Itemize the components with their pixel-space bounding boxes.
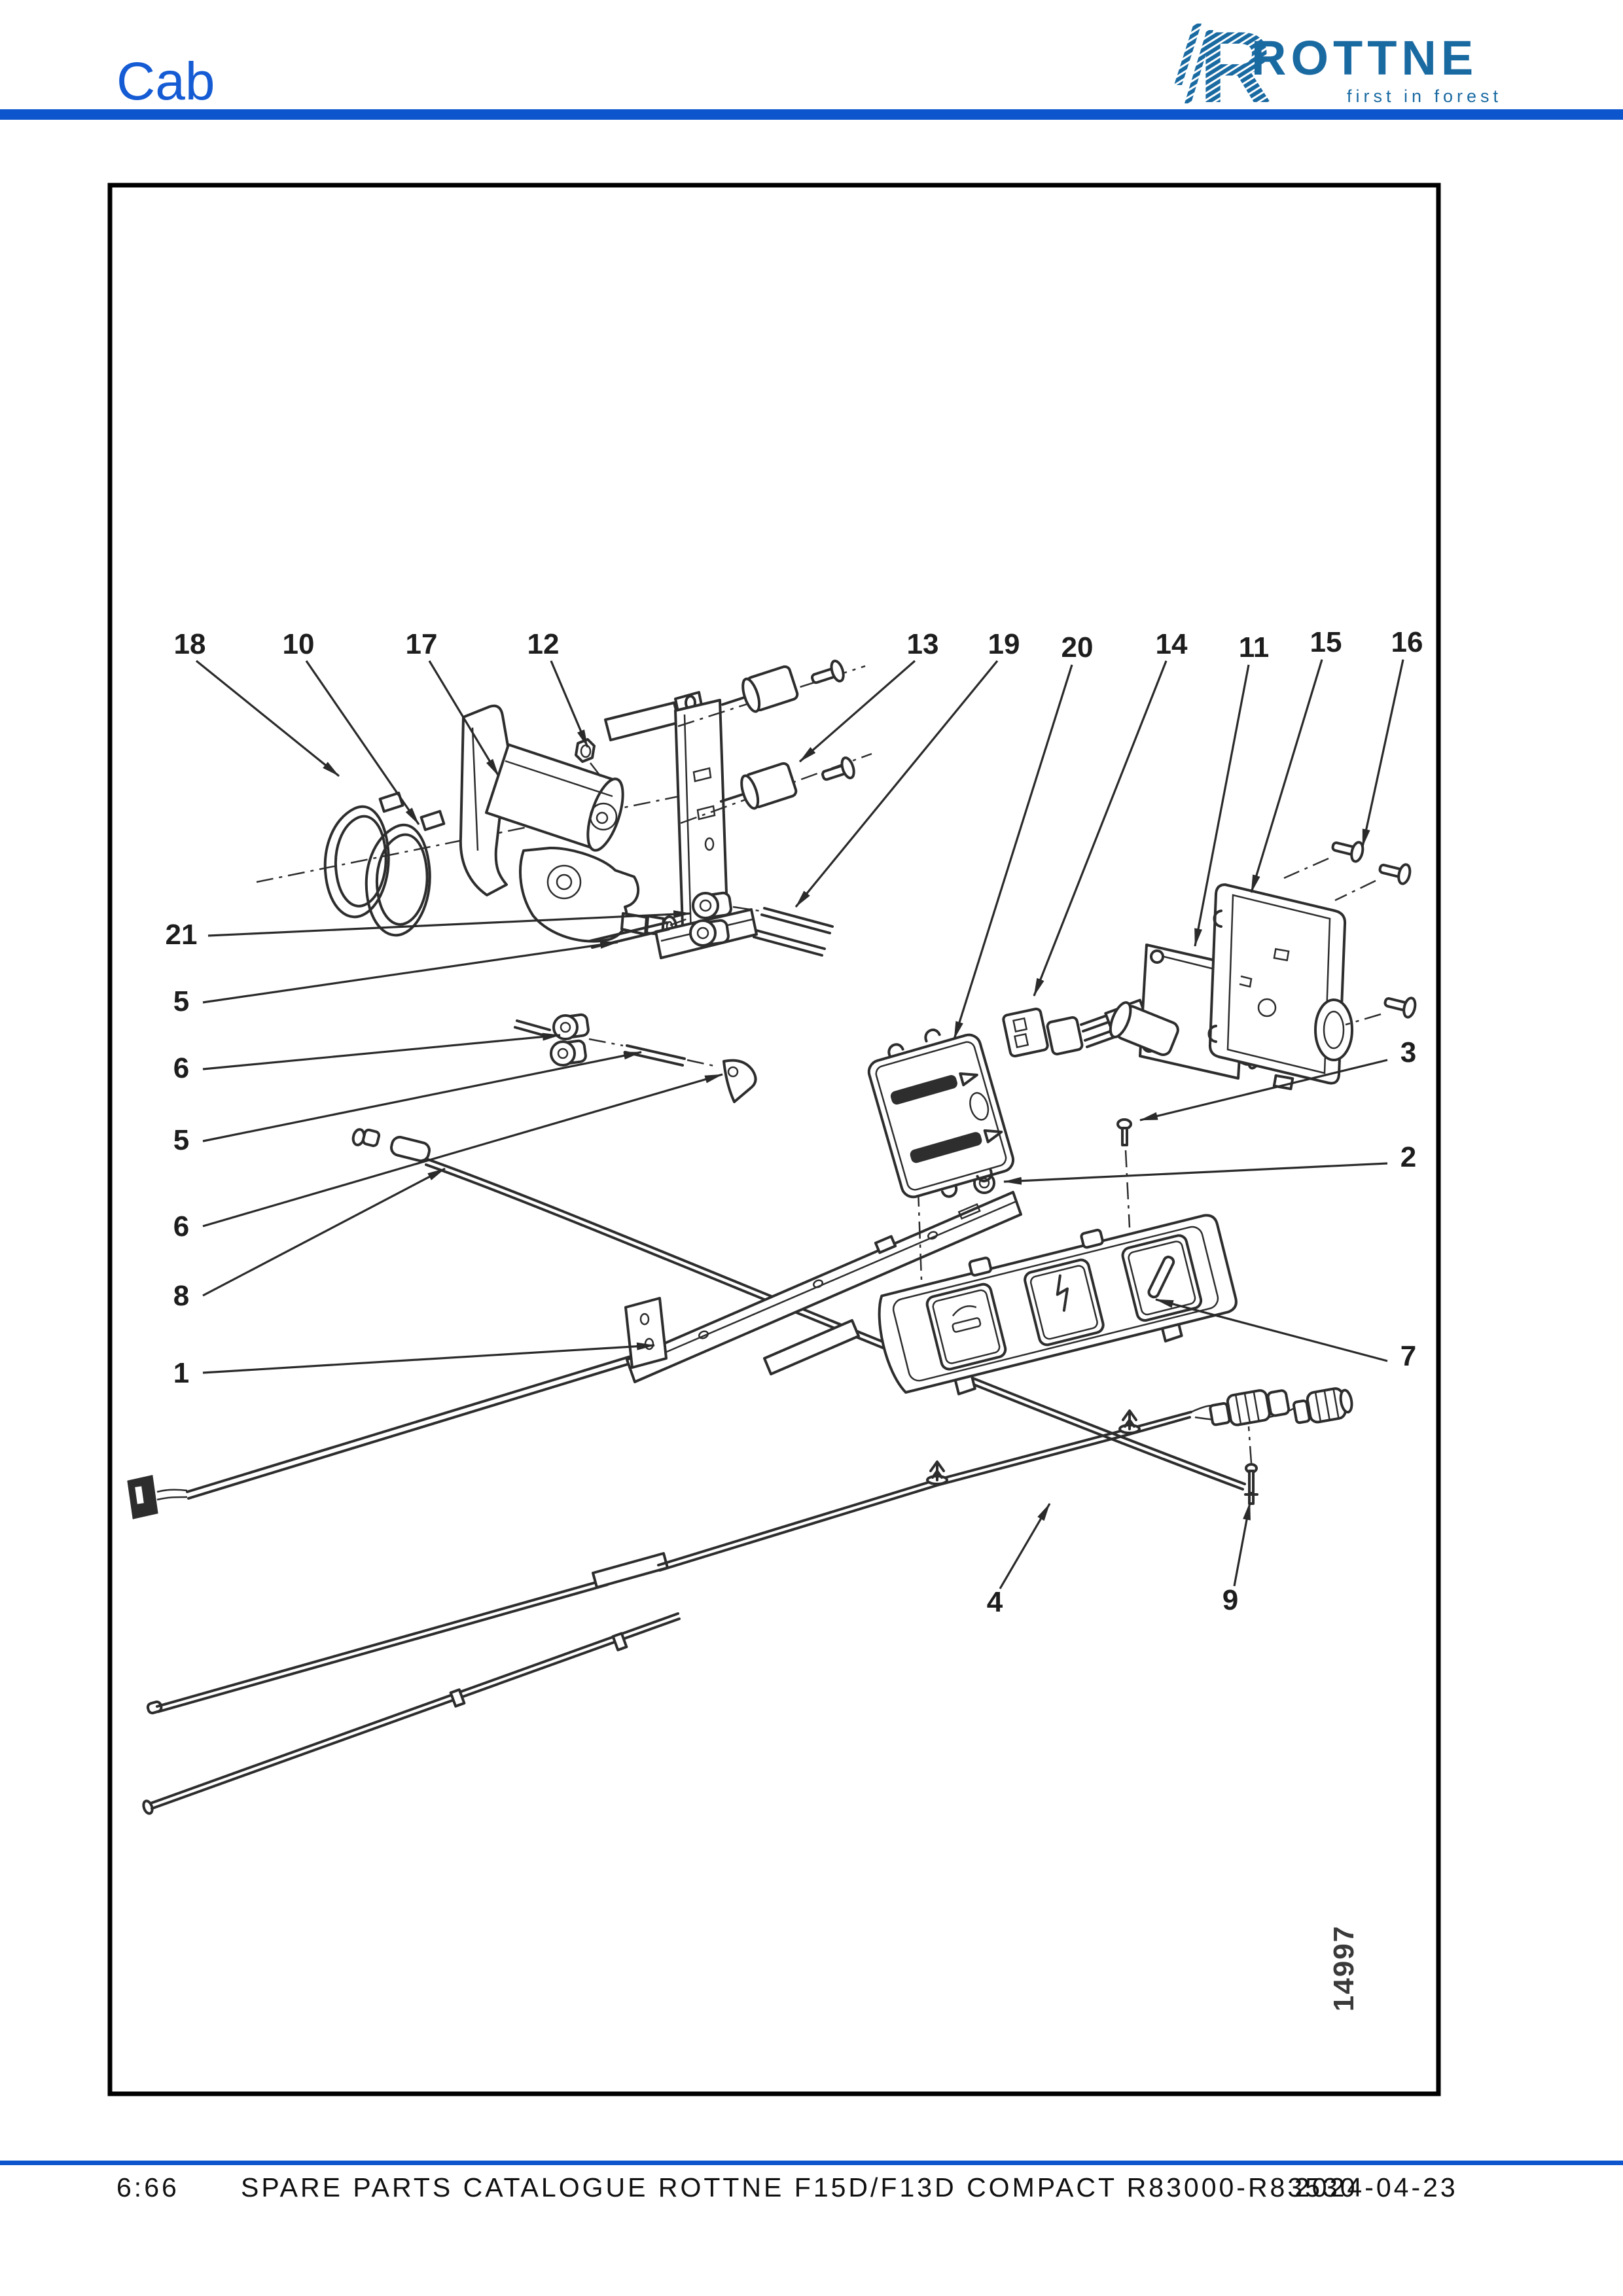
leader-line-part-19	[794, 660, 999, 908]
damper-screw	[811, 660, 845, 684]
leader-line-part-3	[1139, 1059, 1388, 1122]
part-label-part-19: 19	[988, 628, 1020, 660]
part-label-part-14: 14	[1156, 628, 1188, 660]
footer-date: 2024-04-23	[1294, 2172, 1458, 2202]
part-label-part-12: 12	[527, 628, 560, 660]
leader-line-part-9	[1233, 1502, 1251, 1587]
part-label-part-4: 4	[987, 1586, 1003, 1618]
part-label-part-8: 8	[173, 1280, 189, 1312]
leader-line-part-1	[202, 1342, 655, 1374]
figure-number: 14997	[1328, 1925, 1360, 2011]
brand-name: ROTTNE	[1251, 31, 1478, 85]
valve-housing	[1207, 883, 1353, 1091]
part-label-part-6a: 6	[173, 1052, 189, 1084]
leader-line-part-12	[550, 660, 589, 748]
leader-line-part-7	[1155, 1298, 1388, 1362]
blade-switch-icon	[1147, 1256, 1175, 1299]
leader-line-part-10	[305, 660, 420, 825]
footer-catalogue-title: SPARE PARTS CATALOGUE ROTTNE F15D/F13D C…	[241, 2172, 1358, 2202]
leader-line-part-13	[798, 660, 916, 763]
leader-line-part-5b	[202, 1051, 642, 1142]
part-label-part-7: 7	[1400, 1340, 1416, 1372]
rottne-logo: R	[1171, 10, 1541, 124]
part-label-part-13: 13	[907, 628, 939, 660]
leader-line-part-11	[1194, 664, 1250, 947]
leader-line-part-18	[195, 660, 340, 777]
leader-line-part-2	[1003, 1162, 1388, 1185]
part-label-part-10: 10	[283, 628, 315, 660]
leader-line-part-14	[1033, 660, 1168, 997]
part-label-part-11: 11	[1239, 631, 1270, 663]
leader-line-part-21	[207, 910, 692, 937]
embossed-text-strip	[890, 1075, 957, 1105]
svg-text:R: R	[1199, 12, 1272, 113]
washer-pump-motor	[459, 704, 677, 943]
leader-line-part-16	[1361, 659, 1404, 847]
part-label-part-6b: 6	[173, 1210, 189, 1243]
part-label-part-18: 18	[174, 628, 206, 660]
hose-clamps	[323, 791, 446, 937]
part-label-part-21: 21	[166, 919, 198, 951]
ribbed-connector	[1292, 1387, 1353, 1424]
leader-line-part-20	[953, 664, 1073, 1040]
leader-line-part-8	[202, 1167, 446, 1297]
lower-hose-cluster	[514, 1013, 757, 1103]
thin-rod	[142, 1612, 681, 1815]
page-title: Cab	[116, 52, 215, 111]
housing-screws	[1283, 841, 1417, 1026]
leader-line-part-17	[428, 660, 500, 777]
upper-hose-cluster	[589, 891, 834, 957]
washer-switch-icon	[952, 1305, 982, 1333]
wiper-switch-icon	[1056, 1274, 1069, 1312]
header-rule	[0, 109, 1623, 120]
embossed-text-strip	[910, 1132, 982, 1163]
part-label-part-16: 16	[1391, 626, 1423, 658]
leader-line-part-6b	[202, 1073, 723, 1227]
diagram-frame	[107, 183, 1441, 2096]
footer-page-number: 6:66	[116, 2172, 179, 2202]
leader-line-part-15	[1250, 659, 1323, 893]
rottne-r-mark-icon: R	[1174, 10, 1272, 124]
part-label-part-5a: 5	[173, 985, 189, 1017]
harness-clip	[1118, 1409, 1141, 1434]
wiring-harness	[146, 1387, 1353, 1715]
part-label-part-1: 1	[173, 1357, 189, 1389]
leader-line-part-4	[999, 1503, 1051, 1589]
clip-pin	[1244, 1426, 1258, 1505]
leader-line-part-5a	[202, 940, 618, 1004]
rubber-dampers	[677, 660, 872, 824]
ribbed-connector	[1209, 1389, 1291, 1426]
mounting-rail	[624, 1191, 1022, 1383]
harness-clip	[926, 1460, 948, 1485]
switch-panel	[878, 1214, 1238, 1396]
part-label-part-2: 2	[1400, 1141, 1416, 1173]
part-label-part-17: 17	[406, 628, 438, 660]
label-plate	[867, 1029, 1015, 1199]
harness-connector-cable	[127, 1347, 661, 1519]
part-label-part-9: 9	[1222, 1584, 1238, 1616]
part-label-part-20: 20	[1061, 631, 1094, 663]
part-label-part-15: 15	[1310, 626, 1342, 658]
leader-line-part-6a	[202, 1033, 561, 1070]
part-label-part-3: 3	[1400, 1036, 1416, 1069]
brand-tagline: first in forest	[1347, 86, 1503, 106]
footer-rule	[0, 2161, 1623, 2165]
part-label-part-5b: 5	[173, 1124, 189, 1156]
